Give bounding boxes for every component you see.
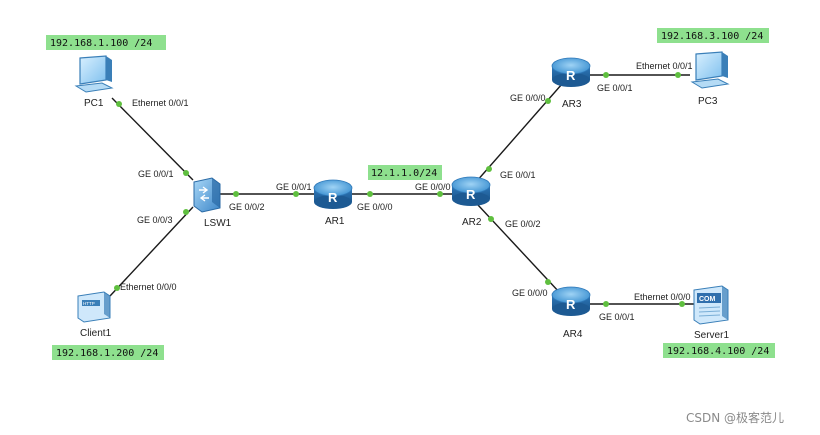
port-dot [293, 191, 299, 197]
pc1-node[interactable]: PC1 [74, 55, 114, 109]
port-label: Ethernet 0/0/1 [132, 98, 189, 108]
server-network-label: 192.168.4.100 /24 [667, 346, 769, 357]
port-label: GE 0/0/1 [597, 83, 633, 93]
port-dot [437, 191, 443, 197]
svg-text:R: R [566, 297, 576, 312]
port-label: Ethernet 0/0/1 [636, 61, 693, 71]
port-label: GE 0/0/1 [276, 182, 312, 192]
router-icon: R [313, 179, 353, 209]
network-label-bg [368, 165, 442, 180]
device-label: PC1 [84, 98, 104, 109]
device-label: Client1 [80, 328, 112, 339]
network-label-bg [46, 35, 166, 50]
switch-icon [193, 177, 221, 213]
pc-icon [74, 55, 114, 93]
port-label: GE 0/0/0 [415, 182, 451, 192]
ar2-node[interactable]: R AR2 [451, 176, 491, 228]
port-dot [488, 216, 494, 222]
port-dot [486, 166, 492, 172]
port-label: GE 0/0/3 [137, 215, 173, 225]
ar4-node[interactable]: R AR4 [551, 286, 591, 340]
watermark: CSDN @极客范儿 [686, 410, 784, 425]
pc3-network-label: 192.168.3.100 /24 [661, 31, 763, 42]
device-label: PC3 [698, 96, 718, 107]
device-label: AR3 [562, 99, 582, 110]
network-labels: 192.168.1.100 /24 192.168.3.100 /24 12.1… [46, 28, 775, 360]
port-label: GE 0/0/0 [512, 288, 548, 298]
port-dot [675, 72, 681, 78]
network-label-bg [52, 345, 164, 360]
port-dot [679, 301, 685, 307]
pc-icon [690, 51, 730, 89]
port-dot [233, 191, 239, 197]
server-badge: COM [699, 296, 716, 303]
router-icon: R [551, 57, 591, 87]
router-icon: R [451, 176, 491, 206]
client-badge: HTTP [83, 301, 95, 306]
link-network-label: 12.1.1.0/24 [371, 168, 437, 179]
port-label: GE 0/0/1 [138, 169, 174, 179]
pc3-node[interactable]: PC3 [690, 51, 730, 107]
ar1-node[interactable]: R AR1 [313, 179, 353, 227]
link-pc1-lsw1 [111, 97, 194, 181]
device-label: AR2 [462, 217, 482, 228]
port-dot [603, 301, 609, 307]
port-dots [114, 72, 685, 307]
server-icon: COM [693, 285, 729, 325]
svg-text:R: R [566, 68, 576, 83]
port-label: Ethernet 0/0/0 [120, 282, 177, 292]
ar3-node[interactable]: R AR3 [551, 57, 591, 110]
client-network-label: 192.168.1.200 /24 [56, 348, 158, 359]
port-dot [114, 285, 120, 291]
server1-node[interactable]: COM Server1 [693, 285, 729, 341]
port-label: GE 0/0/0 [357, 202, 393, 212]
port-dot [116, 101, 122, 107]
port-label: GE 0/0/1 [500, 170, 536, 180]
port-labels: Ethernet 0/0/1 GE 0/0/1 GE 0/0/2 GE 0/0/… [120, 61, 693, 322]
lsw1-node[interactable]: LSW1 [193, 177, 232, 229]
port-label: GE 0/0/2 [505, 219, 541, 229]
port-label: GE 0/0/2 [229, 202, 265, 212]
device-label: Server1 [694, 330, 729, 341]
svg-text:R: R [328, 190, 338, 205]
device-label: LSW1 [204, 218, 232, 229]
port-dot [603, 72, 609, 78]
port-dot [183, 209, 189, 215]
port-label: GE 0/0/1 [599, 312, 635, 322]
network-label-bg [663, 343, 775, 358]
port-label: Ethernet 0/0/0 [634, 292, 691, 302]
svg-text:R: R [466, 187, 476, 202]
network-label-bg [657, 28, 769, 43]
link-client1-lsw1 [109, 206, 194, 297]
port-dot [545, 98, 551, 104]
device-label: AR4 [563, 329, 583, 340]
port-dot [545, 279, 551, 285]
client-icon: HTTP [77, 291, 111, 323]
pc1-network-label: 192.168.1.100 /24 [50, 38, 152, 49]
router-icon: R [551, 286, 591, 316]
device-label: AR1 [325, 216, 345, 227]
client1-node[interactable]: HTTP Client1 [77, 291, 112, 339]
port-dot [183, 170, 189, 176]
port-dot [367, 191, 373, 197]
port-label: GE 0/0/0 [510, 93, 546, 103]
